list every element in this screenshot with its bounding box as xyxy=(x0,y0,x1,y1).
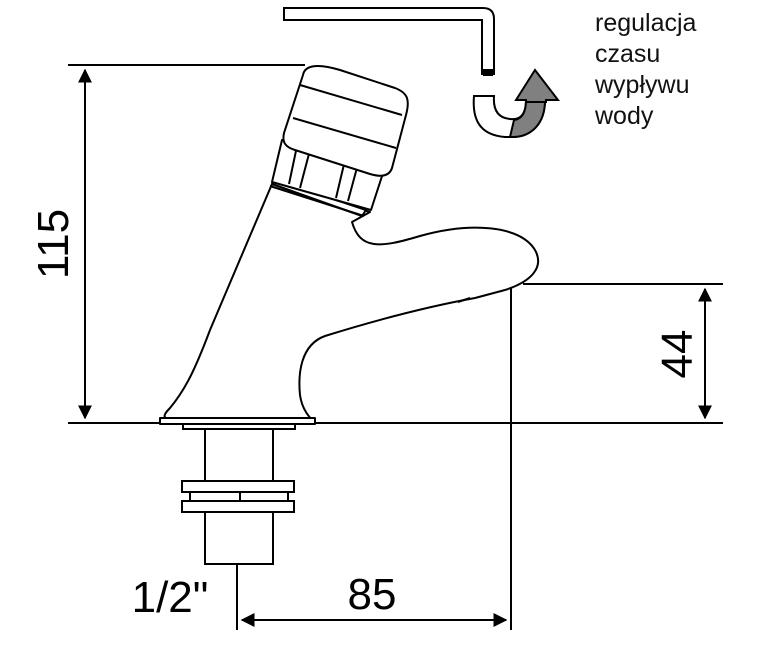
rotate-arrow-icon xyxy=(472,68,561,139)
adjustment-note: regulacja czasu wypływu wody xyxy=(595,8,696,132)
note-line-4: wody xyxy=(595,102,654,130)
spout-reach-label: 85 xyxy=(348,570,397,619)
note-line-2: czasu xyxy=(595,40,661,68)
note-line-1: regulacja xyxy=(595,9,697,37)
connection-shank xyxy=(181,423,296,565)
faucet-body xyxy=(159,65,540,425)
overall-height-label: 115 xyxy=(29,209,78,279)
overall-height-dimension xyxy=(68,64,305,424)
allen-key-icon xyxy=(283,7,495,76)
spout-height-label: 44 xyxy=(653,330,702,379)
spout-height-dimension xyxy=(315,283,723,424)
note-line-3: wypływu xyxy=(595,71,690,99)
thread-size-label: 1/2" xyxy=(132,573,209,622)
